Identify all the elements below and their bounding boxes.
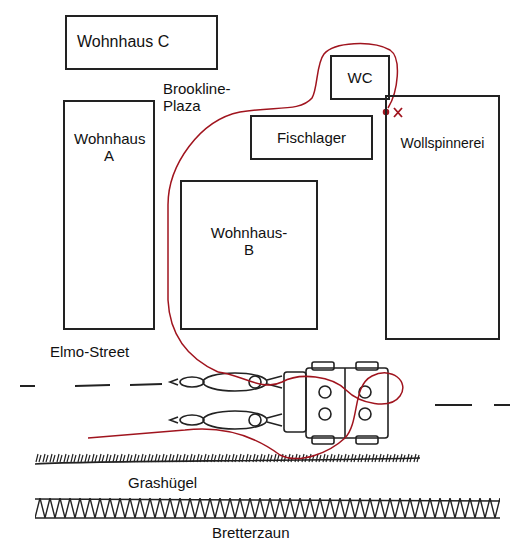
building-name: WC [348, 69, 373, 86]
building-name: Wohnhaus A [74, 130, 144, 165]
road-marking [20, 384, 510, 405]
building-box: Wohnhaus C [65, 15, 218, 70]
building-name: Wollspinnerei [401, 135, 485, 151]
building-name: Wohnhaus- B [209, 224, 289, 259]
grass-hill [35, 452, 420, 464]
building-box: Wohnhaus A [63, 100, 155, 330]
place-name: Grashügel [128, 474, 197, 491]
horse-team [170, 373, 282, 429]
building-name: Wohnhaus C [77, 33, 169, 51]
place-name: Brookline- Plaza [163, 80, 245, 115]
building-name: Fischlager [277, 129, 346, 146]
route-line [88, 44, 403, 459]
board-fence [35, 498, 500, 518]
building-box: Wohnhaus- B [180, 180, 318, 330]
building-box: Wollspinnerei [385, 95, 500, 340]
place-name: Bretterzaun [212, 524, 290, 541]
building-box: WC [330, 55, 390, 100]
place-name: Elmo-Street [50, 343, 129, 360]
building-box: Fischlager [250, 115, 373, 160]
